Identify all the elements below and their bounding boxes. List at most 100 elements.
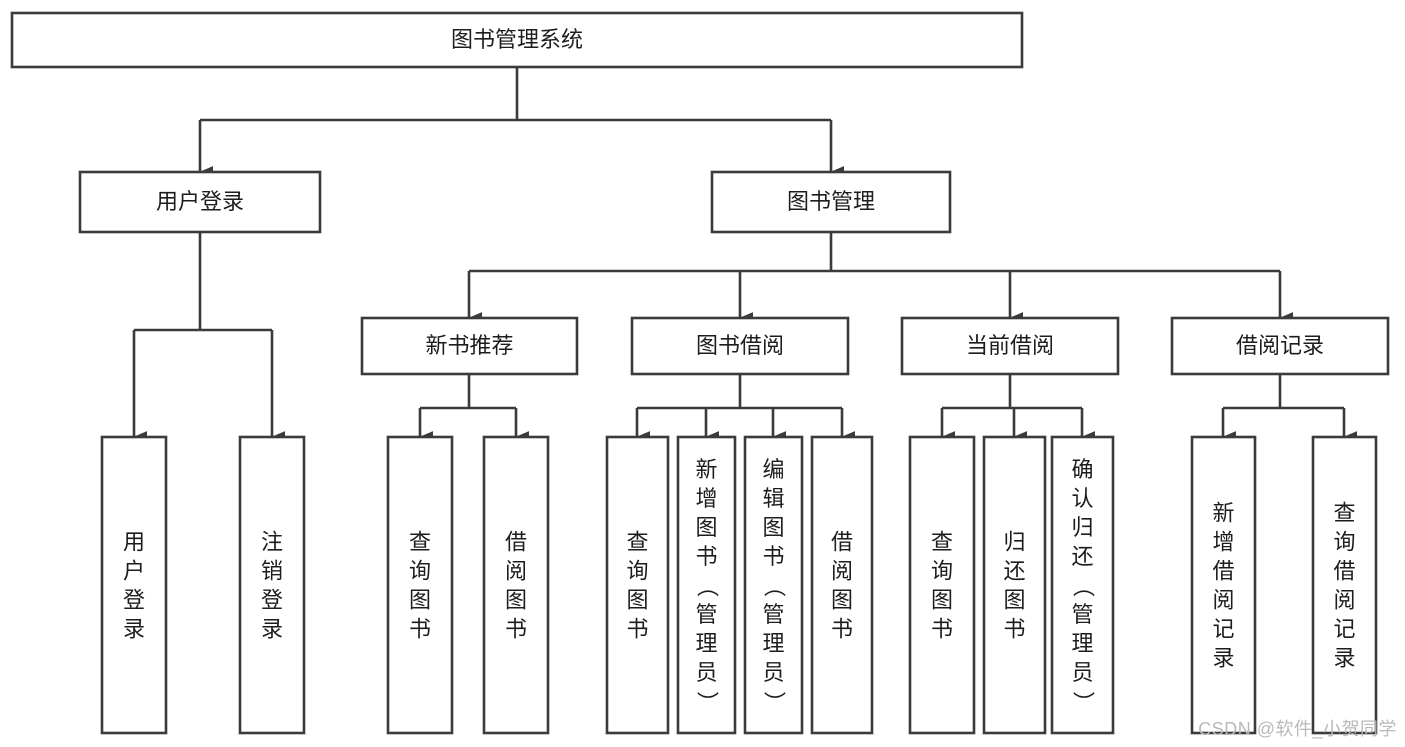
svg-text:（: （ (695, 575, 720, 597)
node-box-book-management[interactable] (710, 170, 952, 234)
svg-text:（: （ (762, 575, 787, 597)
svg-text:销: 销 (261, 559, 283, 584)
svg-text:询: 询 (931, 559, 953, 584)
node-box-leaf-borrow-book-1[interactable] (482, 435, 550, 735)
node-box-leaf-borrow-book-2[interactable] (810, 435, 874, 735)
svg-text:管: 管 (695, 602, 717, 627)
svg-text:询: 询 (626, 559, 648, 584)
svg-text:增: 增 (1212, 530, 1234, 555)
svg-text:书: 书 (831, 617, 853, 642)
node-box-leaf-query-record[interactable] (1311, 435, 1378, 735)
svg-text:管: 管 (1071, 602, 1093, 627)
node-box-leaf-edit-book[interactable] (743, 435, 804, 735)
svg-text:（: （ (1071, 575, 1096, 597)
svg-text:注: 注 (261, 530, 283, 555)
node-box-leaf-query-book-3[interactable] (908, 435, 976, 735)
svg-text:借: 借 (831, 530, 853, 555)
svg-text:归: 归 (1071, 515, 1093, 540)
svg-text:书: 书 (695, 544, 717, 569)
svg-text:图: 图 (831, 588, 853, 613)
node-box-root[interactable] (10, 11, 1024, 69)
node-box-current-borrow[interactable] (900, 316, 1120, 376)
node-box-user-login[interactable] (78, 170, 322, 234)
svg-text:还: 还 (1071, 544, 1093, 569)
svg-text:借: 借 (1333, 559, 1355, 584)
node-label-user-login: 用户登录 (156, 189, 244, 214)
svg-text:认: 认 (1071, 486, 1093, 511)
svg-text:图: 图 (931, 588, 953, 613)
svg-text:）: ） (695, 691, 720, 713)
svg-text:管: 管 (762, 602, 784, 627)
svg-text:询: 询 (409, 559, 431, 584)
node-box-borrow-record[interactable] (1170, 316, 1390, 376)
svg-text:记: 记 (1212, 617, 1234, 642)
svg-text:确: 确 (1071, 457, 1093, 482)
svg-text:查: 查 (1333, 501, 1355, 526)
svg-text:书: 书 (762, 544, 784, 569)
svg-text:理: 理 (1071, 631, 1093, 656)
node-box-leaf-add-record[interactable] (1190, 435, 1257, 735)
node-box-leaf-add-book[interactable] (676, 435, 737, 735)
svg-text:查: 查 (931, 530, 953, 555)
node-box-leaf-query-book-2[interactable] (605, 435, 670, 735)
svg-text:归: 归 (1003, 530, 1025, 555)
svg-text:员: 员 (695, 660, 717, 685)
svg-text:书: 书 (409, 617, 431, 642)
svg-text:）: ） (762, 691, 787, 713)
svg-text:记: 记 (1333, 617, 1355, 642)
node-box-leaf-query-book-1[interactable] (386, 435, 454, 735)
svg-text:书: 书 (505, 617, 527, 642)
node-box-new-book-recommend[interactable] (360, 316, 579, 376)
svg-text:阅: 阅 (1333, 588, 1355, 613)
svg-text:用: 用 (123, 530, 145, 555)
svg-text:户: 户 (123, 559, 145, 584)
svg-text:阅: 阅 (505, 559, 527, 584)
svg-text:借: 借 (1212, 559, 1234, 584)
svg-text:录: 录 (261, 617, 283, 642)
svg-text:录: 录 (1333, 646, 1355, 671)
svg-text:还: 还 (1003, 559, 1025, 584)
node-box-leaf-logout-login[interactable] (238, 435, 306, 735)
svg-text:登: 登 (123, 588, 145, 613)
node-label-book-borrow: 图书借阅 (696, 333, 784, 358)
node-label-leaf-user-login: 用户登录 (123, 530, 145, 642)
svg-text:书: 书 (626, 617, 648, 642)
svg-text:录: 录 (1212, 646, 1234, 671)
svg-text:借: 借 (505, 530, 527, 555)
svg-text:理: 理 (762, 631, 784, 656)
svg-text:查: 查 (626, 530, 648, 555)
svg-text:书: 书 (931, 617, 953, 642)
node-box-leaf-user-login[interactable] (100, 435, 168, 735)
node-label-root: 图书管理系统 (451, 27, 583, 52)
svg-text:员: 员 (762, 660, 784, 685)
svg-text:编: 编 (762, 457, 784, 482)
node-box-book-borrow[interactable] (630, 316, 850, 376)
node-label-borrow-record: 借阅记录 (1236, 333, 1324, 358)
svg-text:图: 图 (1003, 588, 1025, 613)
node-box-leaf-return-book[interactable] (982, 435, 1047, 735)
svg-text:图: 图 (762, 515, 784, 540)
svg-text:新: 新 (695, 457, 717, 482)
node-label-new-book-recommend: 新书推荐 (425, 333, 513, 358)
node-label-current-borrow: 当前借阅 (966, 333, 1054, 358)
svg-text:图: 图 (505, 588, 527, 613)
connectors-layer (132, 67, 1358, 443)
svg-text:）: ） (1071, 691, 1096, 713)
svg-text:新: 新 (1212, 501, 1234, 526)
svg-text:询: 询 (1333, 530, 1355, 555)
svg-text:图: 图 (409, 588, 431, 613)
node-box-leaf-confirm-return[interactable] (1050, 435, 1115, 735)
svg-text:查: 查 (409, 530, 431, 555)
